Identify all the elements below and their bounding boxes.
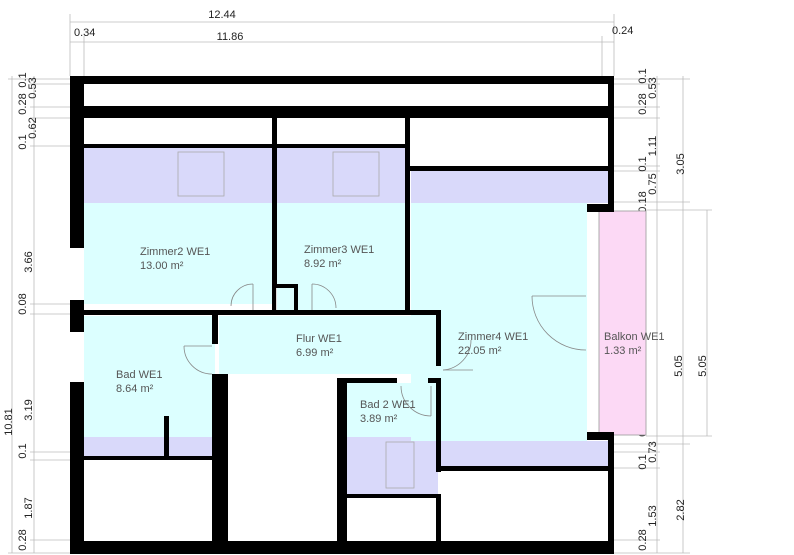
dim-left-total: 10.81: [3, 408, 15, 436]
dim-right-14: 1.53: [647, 505, 659, 526]
dim-left-9: 0.1: [17, 443, 29, 458]
dim-left-5: 0.1: [17, 134, 29, 149]
dim-left-offset: 0.34: [74, 27, 95, 39]
zimmer3-floor: [277, 203, 407, 311]
room-name-zimmer3: Zimmer3 WE1: [304, 244, 374, 256]
walls: [70, 76, 614, 554]
dim-right-15: 2.82: [675, 499, 687, 520]
dim-left-2: 0.53: [27, 77, 39, 98]
room-area-bad2: 3.89 m²: [360, 413, 398, 425]
dim-right-5: 0.1: [637, 156, 649, 171]
room-area-balkon: 1.33 m²: [604, 345, 642, 357]
dim-right-10: 5.05: [697, 355, 709, 376]
flur-floor: [219, 316, 438, 374]
room-name-flur: Flur WE1: [296, 333, 342, 345]
bad2-sloped-zone: [347, 437, 438, 494]
dim-left-11: 0.28: [17, 529, 29, 550]
bad-sloped-zone: [84, 437, 212, 457]
dim-left-8: 3.19: [23, 399, 35, 420]
zimmer4-bottom-sloped-zone: [440, 441, 608, 469]
dim-left-10: 1.87: [23, 497, 35, 518]
room-area-flur: 6.99 m²: [296, 347, 334, 359]
room-name-bad: Bad WE1: [116, 369, 162, 381]
bad2-floor: [347, 383, 438, 437]
room-name-balkon: Balkon WE1: [604, 331, 665, 343]
dim-right-12: 0.1: [637, 454, 649, 469]
dim-left-6: 3.66: [23, 251, 35, 272]
zimmer3-sloped-zone: [277, 147, 405, 203]
dim-right-3: 0.28: [637, 93, 649, 114]
balkon-floor: [598, 210, 647, 436]
room-area-zimmer3: 8.92 m²: [304, 258, 342, 270]
bad-floor: [84, 316, 215, 437]
dim-right-1: 0.1: [637, 68, 649, 83]
zimmer2-floor: [84, 203, 272, 304]
room-name-zimmer2: Zimmer2 WE1: [140, 246, 210, 258]
dim-left-3: 0.28: [17, 93, 29, 114]
dim-left-1: 0.1: [17, 72, 29, 87]
door-swings: [183, 283, 587, 417]
dim-right-13: 0.73: [647, 441, 659, 462]
dim-right-4: 1.11: [647, 136, 659, 157]
room-area-zimmer4: 22.05 m²: [458, 345, 502, 357]
dim-inner-width: 11.86: [217, 31, 244, 43]
dim-right-offset: 0.24: [612, 25, 633, 37]
dim-right-9: 5.05: [673, 355, 685, 376]
dim-right-7: 0.18: [637, 191, 649, 212]
room-area-bad: 8.64 m²: [116, 383, 154, 395]
room-area-zimmer2: 13.00 m²: [140, 260, 184, 272]
dim-left-4: 0.62: [27, 117, 39, 138]
zimmer4-sloped-zone: [411, 171, 608, 203]
room-name-bad2: Bad 2 WE1: [360, 399, 416, 411]
dimension-lines: [8, 14, 712, 554]
dim-overall-width: 12.44: [208, 9, 236, 21]
dim-right-8: 3.05: [675, 153, 687, 174]
dim-right-16: 0.28: [637, 529, 649, 550]
room-name-zimmer4: Zimmer4 WE1: [458, 331, 528, 343]
dim-left-7: 0.08: [17, 293, 29, 314]
dim-right-2: 0.53: [647, 77, 659, 98]
dim-right-6: 0.75: [647, 173, 659, 194]
